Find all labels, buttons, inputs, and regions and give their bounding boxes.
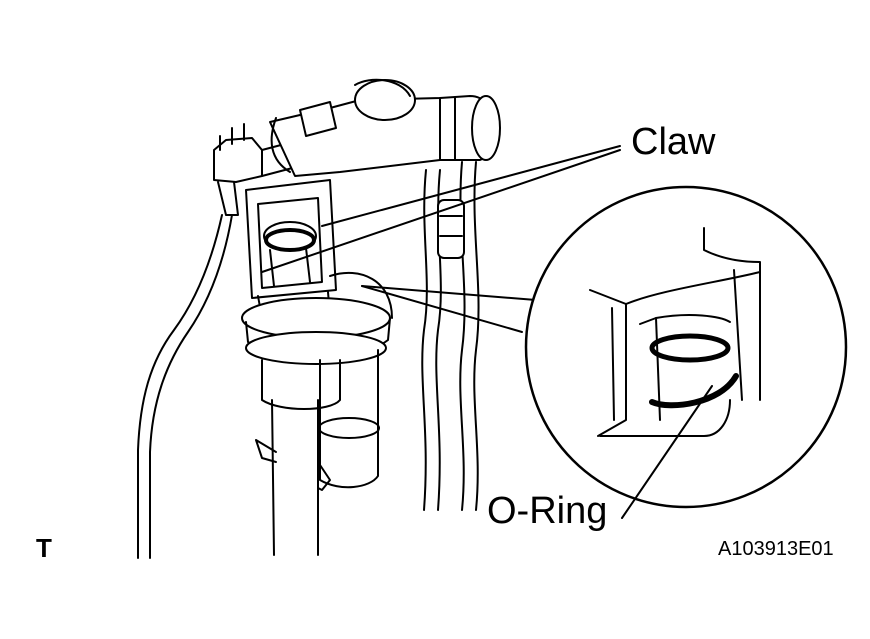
claw-leader-lines <box>262 146 620 272</box>
vertical-tubes <box>422 162 478 510</box>
corner-mark: T <box>36 533 52 563</box>
top-pipe <box>270 80 500 176</box>
oring-leader-line <box>622 386 712 518</box>
figure-code: A103913E01 <box>718 538 834 560</box>
claw-label: Claw <box>631 121 716 163</box>
o-ring-label: O-Ring <box>487 490 608 532</box>
wire-harness <box>138 215 232 558</box>
detail-callout-lines <box>362 286 536 332</box>
valve-body <box>242 180 392 555</box>
connector <box>214 124 300 215</box>
detail-circle <box>526 187 846 507</box>
